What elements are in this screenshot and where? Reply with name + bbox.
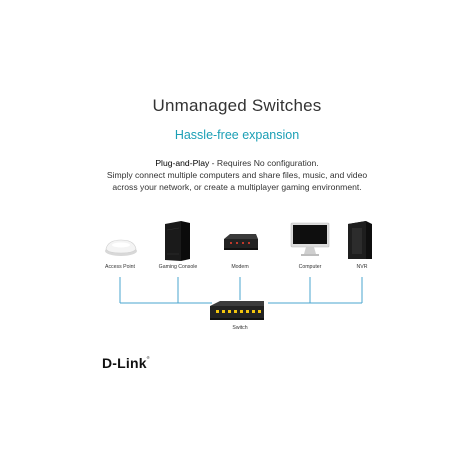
registered-mark: ®: [146, 355, 150, 360]
switch-icon: [210, 301, 264, 320]
device-label-modem: Modem: [231, 264, 249, 270]
device-label-gaming-console: Gaming Console: [158, 264, 198, 270]
computer-icon: [290, 222, 330, 256]
nvr-icon: [348, 221, 372, 259]
brand-name: D-Link: [102, 355, 147, 371]
d-link-logo: D-Link®: [102, 355, 150, 371]
device-label-computer: Computer: [298, 264, 322, 270]
device-label-access-point: Access Point: [105, 264, 135, 270]
page-subtitle: Hassle-free expansion: [174, 128, 300, 142]
access-point-icon: [105, 239, 137, 256]
device-label-switch: Switch: [232, 325, 248, 331]
device-label-nvr: NVR: [356, 264, 368, 270]
modem-icon: [224, 234, 258, 250]
description-line-2: Simply connect multiple computers and sh…: [106, 170, 368, 180]
description: Plug-and-Play - Requires No configuratio…: [60, 157, 414, 193]
description-lead: Plug-and-Play: [155, 158, 210, 168]
description-line-3: across your network, or create a multipl…: [112, 182, 362, 192]
description-lead-rest: - Requires No configuration.: [209, 158, 319, 168]
gaming-console-icon: [165, 221, 190, 261]
page-title: Unmanaged Switches: [152, 96, 322, 115]
